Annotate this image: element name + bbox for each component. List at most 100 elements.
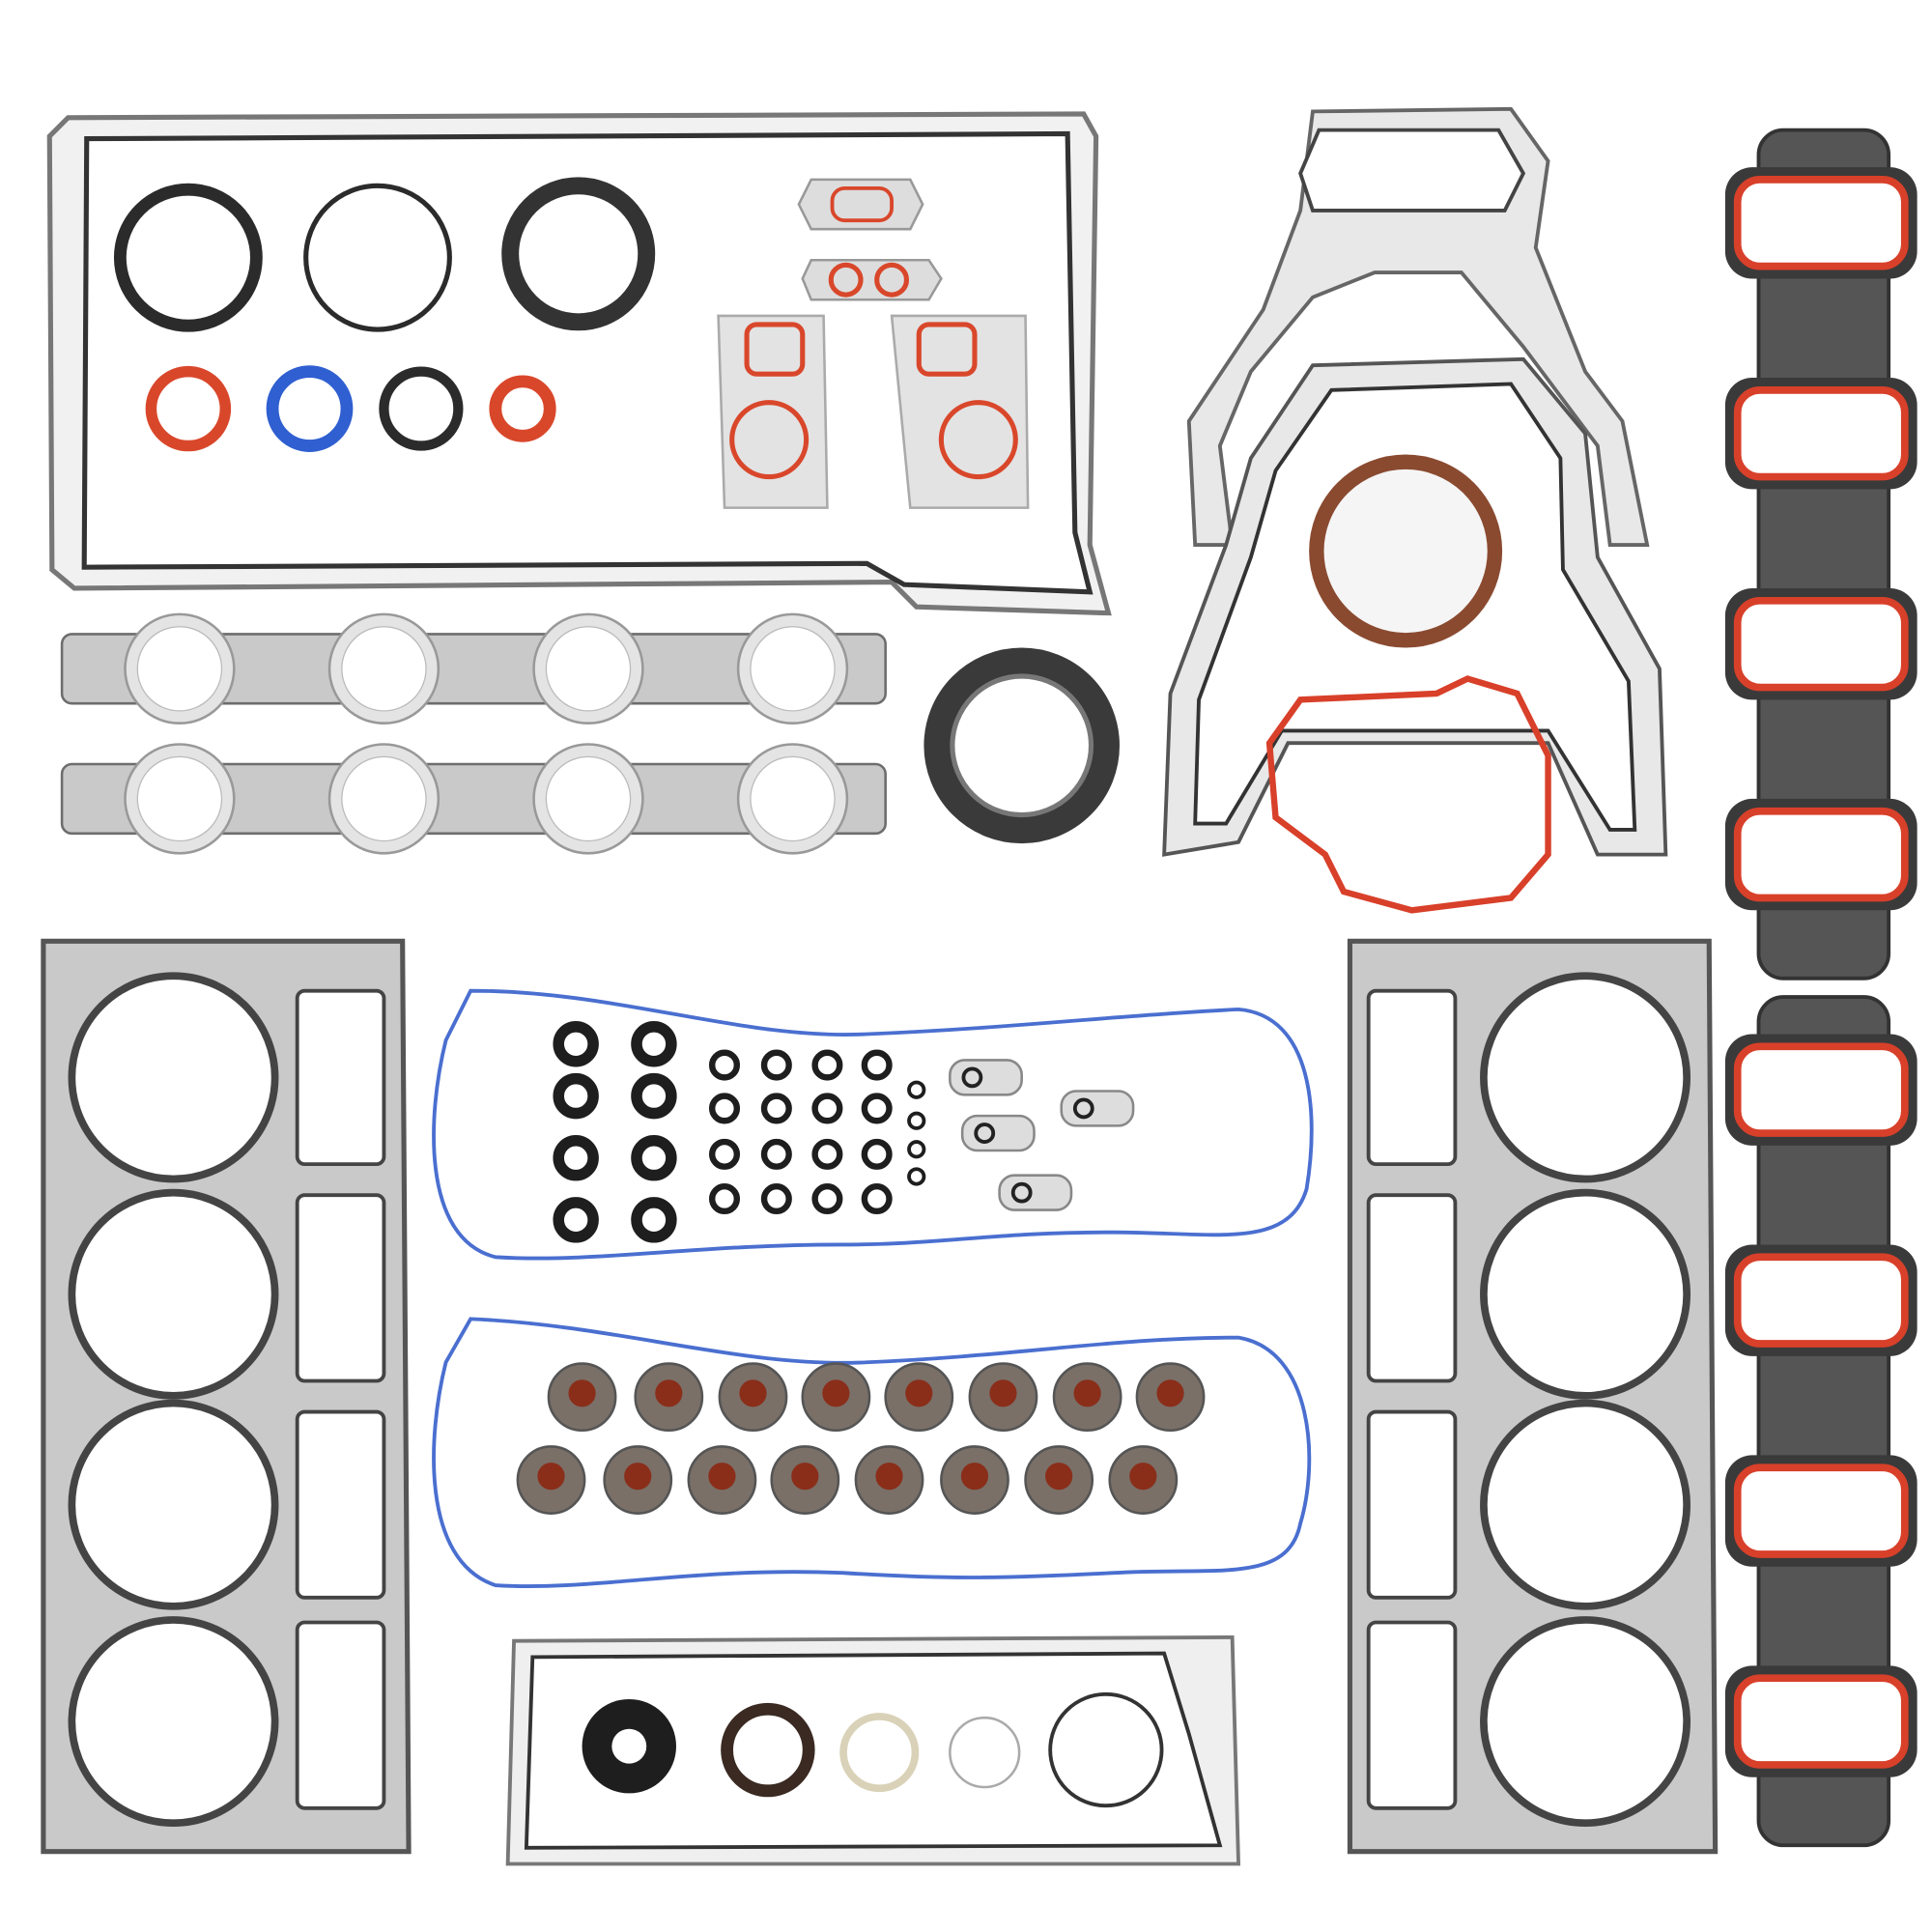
runner-seal — [1733, 1042, 1909, 1137]
cylinder-bore — [1480, 1399, 1690, 1610]
sensor-seal-ring — [974, 1122, 996, 1144]
valve-stem-seal-core — [1129, 1463, 1157, 1491]
valve-stem-seal-core — [875, 1463, 903, 1491]
tiny-o-ring — [907, 1167, 926, 1186]
valve-stem-seal-core — [624, 1463, 652, 1491]
port-hole — [136, 626, 223, 712]
valley-cover-gasket — [505, 1634, 1241, 1866]
o-ring — [501, 177, 656, 331]
front-cover-gasket — [1186, 106, 1650, 548]
runner-seal — [1733, 1253, 1909, 1348]
oil-pan-gasket — [46, 111, 1112, 616]
sensor-seal-ring — [1010, 1181, 1033, 1204]
water-passage — [1366, 1409, 1458, 1600]
valve-stem-seal-core — [989, 1379, 1017, 1407]
sensor-seal-plate — [998, 1174, 1073, 1211]
valve-stem-seal-core — [1045, 1463, 1073, 1491]
small-o-ring — [708, 1183, 741, 1215]
small-o-ring — [811, 1183, 843, 1215]
water-bypass-plates — [717, 314, 1030, 509]
small-o-ring — [861, 1138, 893, 1170]
injector-o-ring — [631, 1135, 677, 1181]
o-ring — [113, 183, 263, 332]
runner-seal — [1733, 176, 1909, 270]
sensor-seal-ring — [961, 1066, 983, 1089]
water-passage — [1366, 1193, 1458, 1383]
valve-stem-seal-core — [708, 1463, 736, 1491]
valve-cover-gasket-lower — [432, 1317, 1312, 1588]
o-ring — [266, 365, 354, 452]
o-ring — [303, 183, 452, 332]
valve-cover-gasket-upper — [432, 988, 1314, 1261]
valve-stem-seal-core — [537, 1463, 565, 1491]
injector-o-ring — [631, 1197, 677, 1243]
valve-stem-seal-core — [905, 1379, 933, 1407]
port-hole — [750, 626, 836, 712]
port-hole — [545, 755, 632, 842]
cylinder-head-gasket-right — [1347, 938, 1719, 1855]
small-o-ring — [811, 1138, 843, 1170]
small-o-ring — [861, 1049, 893, 1081]
injector-o-ring — [553, 1021, 599, 1067]
water-passage — [1366, 1620, 1458, 1810]
intake-frame — [1756, 995, 1891, 1848]
water-pump-gasket — [1265, 675, 1551, 914]
small-o-ring — [811, 1093, 843, 1124]
cylinder-bore — [68, 1188, 279, 1400]
valve-stem-seal-core — [960, 1463, 989, 1491]
water-passage — [295, 1409, 386, 1600]
valve-stem-seal-core — [739, 1379, 767, 1407]
port-hole — [750, 755, 836, 842]
exhaust-manifold-gasket — [60, 743, 887, 855]
tiny-o-ring — [907, 1080, 926, 1099]
water-passage — [295, 988, 386, 1167]
port-hole — [136, 755, 223, 842]
cylinder-bore — [1480, 1188, 1690, 1400]
runner-seal — [1733, 1674, 1909, 1769]
valve-stem-seal-core — [1073, 1379, 1101, 1407]
port-hole — [341, 755, 427, 842]
small-o-ring — [861, 1093, 893, 1124]
runner-seal — [1733, 807, 1909, 902]
sensor-seal-ring — [1072, 1097, 1094, 1120]
exhaust-donut-seal — [923, 647, 1120, 844]
injector-o-ring — [553, 1135, 599, 1181]
gasket-plate — [60, 633, 887, 705]
small-o-ring — [708, 1049, 741, 1081]
injector-o-ring — [553, 1197, 599, 1243]
intake-manifold-gasket-1 — [1724, 128, 1918, 980]
injector-o-ring — [553, 1072, 599, 1120]
runner-seal — [1733, 596, 1909, 692]
rear-cover-gasket — [1162, 356, 1668, 857]
valve-stem-seal-core — [822, 1379, 850, 1407]
injector-o-ring — [631, 1072, 677, 1120]
cylinder-bore — [68, 1616, 279, 1828]
port-hole — [341, 626, 427, 712]
o-ring — [145, 365, 232, 452]
gasket-plate — [60, 762, 887, 836]
small-o-ring — [760, 1183, 792, 1215]
cylinder-bore — [68, 1399, 279, 1610]
oil-filter-adapter-gasket — [797, 178, 943, 301]
small-o-ring — [760, 1093, 792, 1124]
small-o-ring — [861, 1183, 893, 1215]
injector-o-ring — [631, 1021, 677, 1067]
o-ring — [379, 366, 464, 451]
sensor-seal-plate — [1060, 1090, 1135, 1127]
cylinder-head-gasket-left — [41, 938, 412, 1855]
water-passage — [1366, 988, 1458, 1167]
sensor-seal-plate — [949, 1059, 1023, 1096]
o-ring — [489, 375, 556, 442]
tiny-o-ring — [907, 1111, 926, 1130]
small-o-ring — [760, 1138, 792, 1170]
runner-seal — [1733, 1463, 1909, 1558]
water-passage — [295, 1620, 386, 1810]
small-o-ring — [811, 1049, 843, 1081]
valve-stem-seal-core — [655, 1379, 683, 1407]
valve-stem-seal-core — [791, 1463, 819, 1491]
water-passage — [295, 1193, 386, 1383]
valve-stem-seal-core — [1156, 1379, 1184, 1407]
cylinder-bore — [1480, 972, 1690, 1183]
